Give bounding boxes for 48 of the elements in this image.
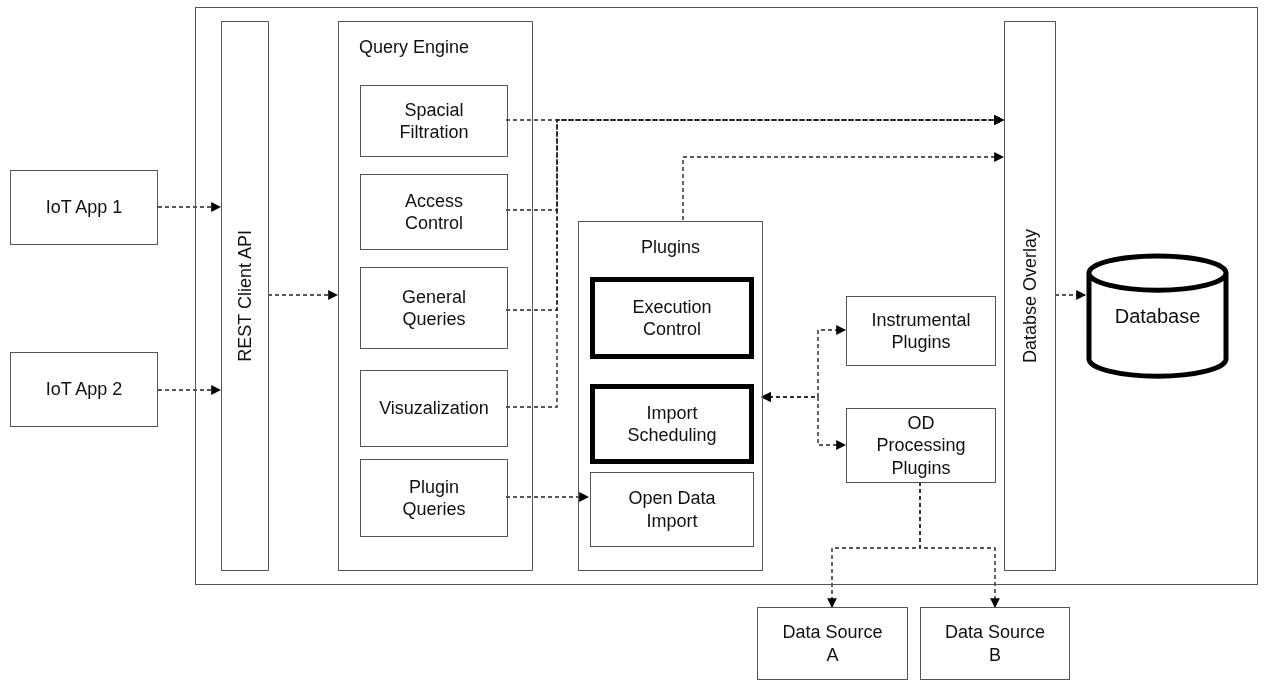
arrow [157, 202, 221, 212]
process-box [590, 384, 754, 464]
group-container [338, 21, 533, 571]
arrow [682, 152, 1004, 221]
process-box [360, 459, 508, 537]
process-box [360, 370, 508, 447]
node-label: Data Source A [781, 621, 884, 666]
node-label: Database [1113, 303, 1202, 329]
process-box [920, 607, 1070, 680]
node-label: Plugin Queries [401, 475, 467, 521]
process-box [360, 85, 508, 157]
node-label: Plugins [639, 236, 701, 259]
node-label: Access Control [404, 189, 464, 235]
node-label: Data Source B [943, 621, 1047, 666]
node-label: Databse Overlay [1018, 228, 1041, 364]
arrow [267, 290, 338, 300]
arrow [919, 481, 1000, 608]
node-label: Query Engine [358, 36, 471, 59]
arrow [1054, 290, 1086, 300]
node-label: Import Scheduling [626, 401, 718, 447]
process-box [360, 174, 508, 250]
node-label: Instrumental Plugins [870, 308, 972, 354]
node-label: General Queries [400, 285, 467, 331]
group-container [578, 221, 763, 571]
layer-bar [1004, 21, 1056, 571]
process-box [10, 352, 158, 427]
arrow [505, 115, 1004, 408]
node-label: Open Data Import [627, 487, 717, 532]
arrow [157, 385, 221, 395]
process-box [757, 607, 908, 680]
node-label: Visuzalization [378, 397, 490, 420]
layer-bar [221, 21, 269, 571]
process-box [10, 170, 158, 245]
node-label: Execution Control [631, 295, 713, 341]
process-box [846, 408, 996, 483]
node-label: OD Processing Plugins [875, 411, 967, 480]
process-box [590, 277, 754, 359]
arrow [505, 492, 589, 502]
node-label: IoT App 1 [44, 196, 124, 219]
node-label: REST Client API [233, 230, 256, 362]
node-label: Spacial Filtration [398, 98, 470, 144]
process-box [360, 267, 508, 349]
database-cylinder [1086, 253, 1229, 379]
process-box [846, 296, 996, 366]
process-box [590, 472, 754, 547]
node-label: IoT App 2 [44, 378, 124, 401]
system-frame [195, 7, 1258, 585]
arrow [761, 392, 846, 450]
